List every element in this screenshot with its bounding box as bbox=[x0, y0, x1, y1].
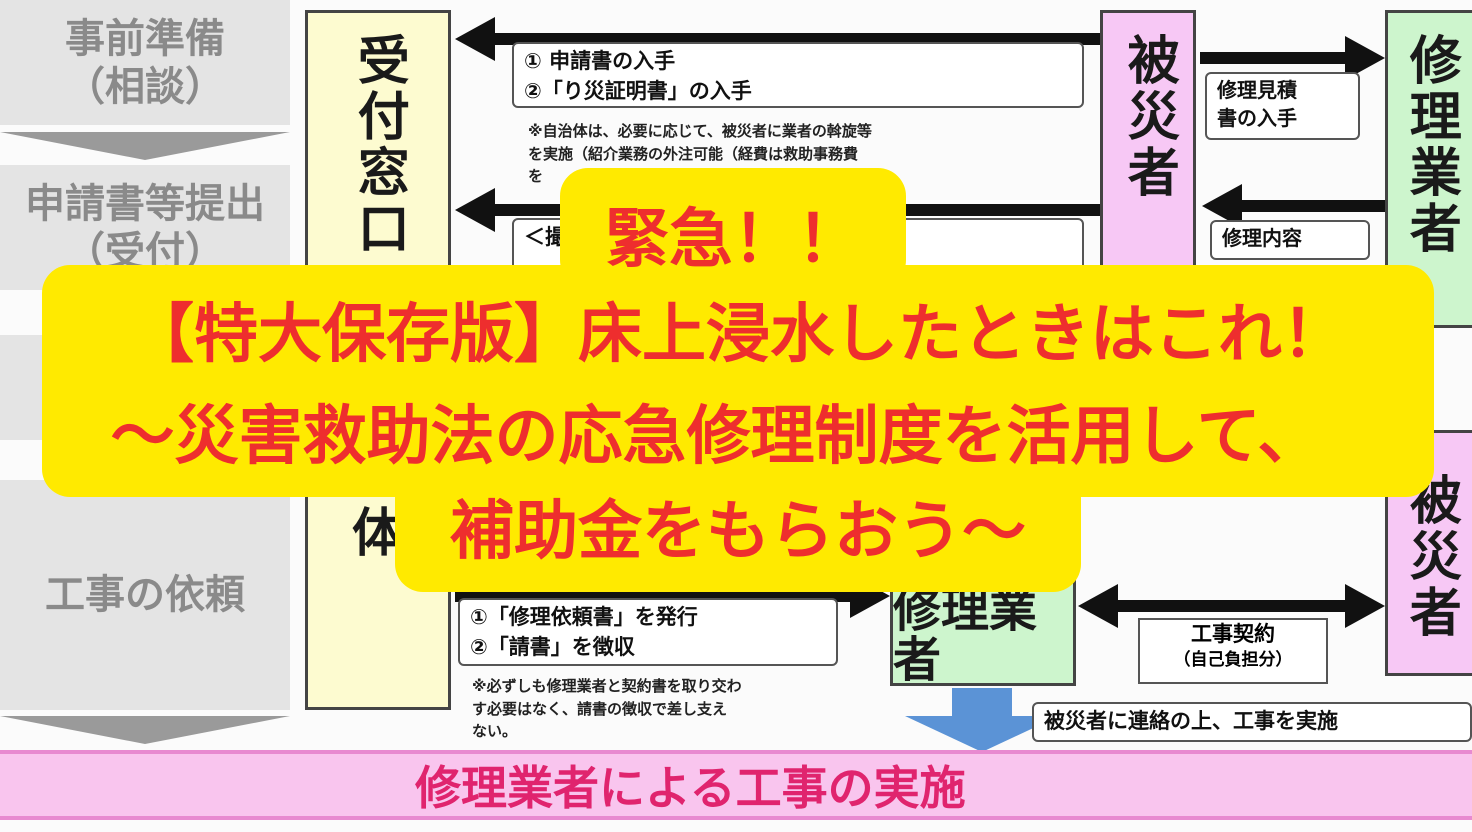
note-line: ＜撮 bbox=[524, 225, 566, 249]
overlay-bottom-tab bbox=[395, 470, 1081, 592]
step-arrow bbox=[0, 132, 290, 160]
reception-label: 受付窓口 bbox=[348, 33, 409, 257]
contact-note: 被災者に連絡の上、工事を実施 bbox=[1032, 702, 1472, 742]
step-sublabel: （相談） bbox=[65, 63, 225, 110]
contractor-label: 修理業者 bbox=[893, 582, 1038, 689]
headline-subtitle-end: 補助金をもらおう～ bbox=[450, 495, 1026, 569]
remark-line: を実施（紹介業務の外注可能（経費は救助事務費 bbox=[528, 144, 859, 163]
remark-line: す必要はなく、請書の徴収で差し支え bbox=[472, 699, 728, 718]
banner: 修理業者による工事の実施 bbox=[0, 750, 1472, 820]
arrow-shaft bbox=[1115, 600, 1350, 612]
note-line: 書の入手 bbox=[1217, 106, 1297, 130]
remark-contract: ※必ずしも修理業者と契約書を取り交わ す必要はなく、請書の徴収で差し支え ない。 bbox=[472, 675, 832, 743]
victim-label: 被災者 bbox=[1118, 33, 1179, 201]
banner-text: 修理業者による工事の実施 bbox=[415, 761, 966, 815]
note-line: 修理見積 bbox=[1217, 78, 1297, 102]
victim-label: 被災者 bbox=[1400, 473, 1461, 641]
remark-line: を bbox=[528, 167, 544, 185]
overlay-main bbox=[42, 265, 1434, 497]
step-request: 工事の依頼 bbox=[0, 480, 290, 710]
headline-subtitle: ～災害救助法の応急修理制度を活用して、 bbox=[110, 400, 1322, 474]
arrow-left-icon bbox=[1078, 584, 1118, 628]
estimate-note: 修理見積 書の入手 bbox=[1205, 72, 1360, 140]
note-line: ① 申請書の入手 bbox=[524, 49, 676, 73]
repair-detail-note: 修理内容 bbox=[1210, 220, 1370, 260]
step-label: 事前準備 bbox=[65, 15, 225, 62]
headline-title: 【特大保存版】床上浸水したときはこれ！ bbox=[130, 298, 1346, 372]
remark-line: ない。 bbox=[472, 722, 518, 740]
contractor-label: 修理業者 bbox=[1400, 33, 1461, 257]
step-label: 工事の依頼 bbox=[45, 572, 245, 618]
arrow-right-icon bbox=[1345, 584, 1385, 628]
arrow-shaft bbox=[1200, 52, 1350, 64]
down-arrow-shaft bbox=[952, 688, 1012, 718]
note-request: ①「修理依頼書」を発行 ②「請書」を徴収 bbox=[458, 598, 838, 666]
contract-note: 工事契約 （自己負担分） bbox=[1138, 618, 1328, 684]
arrow-left-icon bbox=[455, 188, 495, 232]
headline-urgent: 緊急！！ bbox=[605, 203, 861, 277]
step-label: 申請書等提出 bbox=[25, 180, 265, 227]
step-arrow bbox=[0, 716, 290, 744]
note-line: 工事契約 bbox=[1191, 622, 1275, 646]
note-line: 修理内容 bbox=[1222, 226, 1302, 250]
note-line: ②「り災証明書」の入手 bbox=[524, 79, 752, 104]
note-line: ①「修理依頼書」を発行 bbox=[470, 605, 698, 629]
arrow-left-icon bbox=[455, 17, 495, 61]
step-preparation: 事前準備 （相談） bbox=[0, 0, 290, 125]
note-line: 被災者に連絡の上、工事を実施 bbox=[1044, 709, 1338, 733]
remark-line: ※自治体は、必要に応じて、被災者に業者の斡旋等 bbox=[528, 122, 872, 140]
remark-line: ※必ずしも修理業者と契約書を取り交わ bbox=[472, 677, 742, 695]
note-application: ① 申請書の入手 ②「り災証明書」の入手 bbox=[512, 42, 1084, 108]
note-line: （自己負担分） bbox=[1173, 650, 1293, 671]
arrow-shaft bbox=[1240, 200, 1385, 212]
note-line: ②「請書」を徴収 bbox=[470, 635, 635, 660]
remark-municipality: ※自治体は、必要に応じて、被災者に業者の斡旋等 を実施（紹介業務の外注可能（経費… bbox=[528, 120, 1088, 188]
